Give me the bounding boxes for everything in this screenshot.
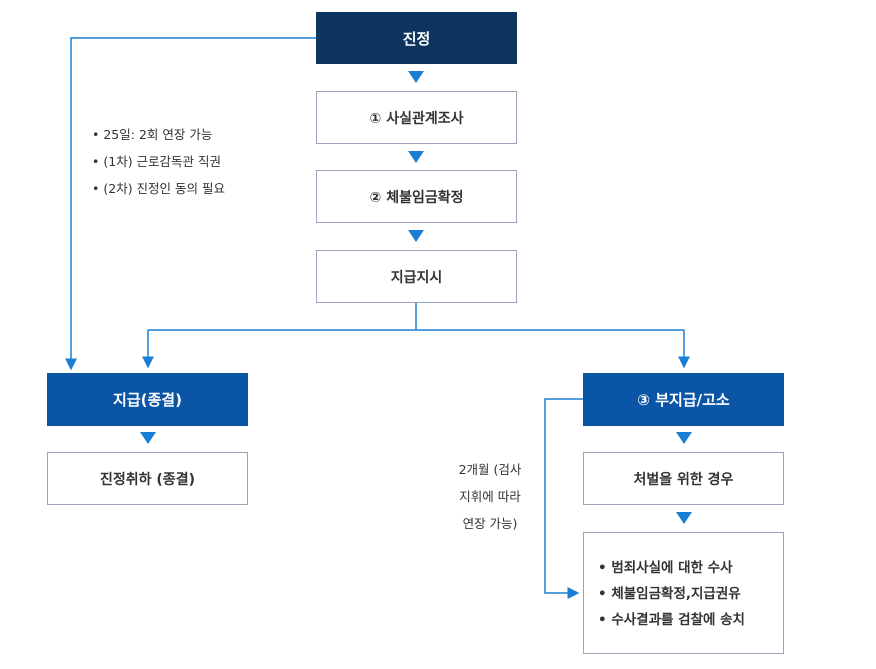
- fact-investigation-box: ① 사실관계조사: [316, 91, 517, 144]
- arrow-triangle: [676, 432, 692, 444]
- paid-box: 지급(종결): [47, 373, 248, 426]
- prosecution-note: 2개월 (검사 지휘에 따라 연장 가능): [440, 456, 540, 537]
- arrow-triangle: [408, 71, 424, 83]
- prosecution-note-line: 지휘에 따라: [459, 489, 521, 504]
- punishment-box: 처벌을 위한 경우: [583, 452, 784, 505]
- deadline-note: 25일: 2회 연장 가능 (1차) 근로감독관 직권 (2차) 진정인 동의 …: [92, 121, 225, 202]
- punishment-label: 처벌을 위한 경우: [633, 471, 734, 488]
- investigation-list-box: 범죄사실에 대한 수사 체불임금확정,지급권유 수사결과를 검찰에 송치: [583, 532, 784, 654]
- prosecution-note-line: 연장 가능): [462, 516, 518, 531]
- deadline-note-line: (2차) 진정인 동의 필요: [92, 175, 225, 202]
- payment-order-label: 지급지시: [390, 269, 443, 286]
- nonpayment-box: ③ 부지급/고소: [583, 373, 784, 426]
- withdrawal-label: 진정취하 (종결): [100, 471, 195, 488]
- arrow-triangle: [408, 230, 424, 242]
- wage-confirmation-box: ② 체불임금확정: [316, 170, 517, 223]
- prosecution-note-line: 2개월 (검사: [458, 462, 522, 477]
- payment-order-box: 지급지시: [316, 250, 517, 303]
- investigation-item: 범죄사실에 대한 수사: [598, 555, 783, 581]
- connector-petition-to-paid: [65, 37, 316, 371]
- deadline-note-line: 25일: 2회 연장 가능: [92, 121, 225, 148]
- investigation-item: 체불임금확정,지급권유: [598, 581, 783, 607]
- arrow-triangle: [676, 512, 692, 524]
- wage-confirmation-label: ② 체불임금확정: [369, 189, 464, 206]
- deadline-note-line: (1차) 근로감독관 직권: [92, 148, 225, 175]
- withdrawal-box: 진정취하 (종결): [47, 452, 248, 505]
- arrow-triangle: [140, 432, 156, 444]
- petition-label: 진정: [402, 29, 431, 48]
- connector-nonpayment-to-list: [544, 398, 583, 599]
- fact-investigation-label: ① 사실관계조사: [369, 110, 464, 127]
- nonpayment-label: ③ 부지급/고소: [637, 391, 730, 409]
- petition-box: 진정: [316, 12, 517, 64]
- arrow-triangle: [408, 151, 424, 163]
- paid-label: 지급(종결): [113, 391, 182, 409]
- investigation-item: 수사결과를 검찰에 송치: [598, 607, 783, 633]
